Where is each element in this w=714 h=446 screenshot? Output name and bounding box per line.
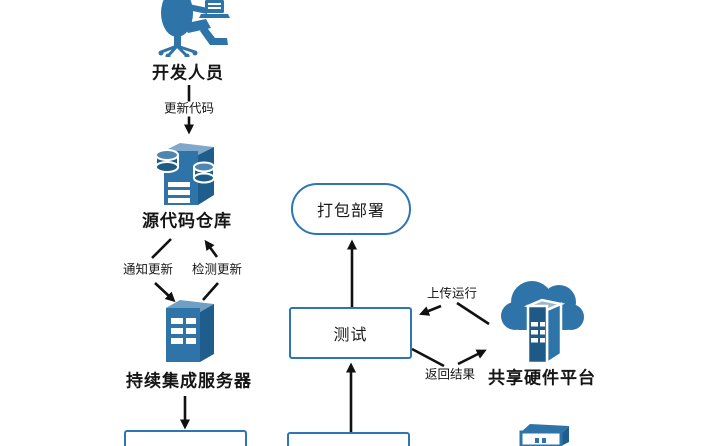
edge-detect-update-arrow — [203, 246, 219, 301]
bottom-middle-box — [287, 432, 410, 446]
source-repo-label: 源代码仓库 — [142, 211, 232, 231]
database-server-icon — [155, 143, 215, 205]
edge-update-code-label: 更新代码 — [161, 101, 217, 117]
bottom-left-box — [124, 430, 247, 446]
developer-label: 开发人员 — [152, 63, 224, 83]
package-deploy-node: 打包部署 — [291, 183, 411, 235]
package-deploy-label: 打包部署 — [316, 203, 385, 220]
edge-upload-run-label: 上传运行 — [424, 286, 480, 302]
edge-return-result-arrow — [411, 349, 480, 368]
server-tower-icon — [166, 300, 214, 362]
edge-return-result-label: 返回结果 — [422, 367, 478, 383]
developer-at-computer-icon — [158, 0, 230, 57]
edge-upload-run-arrow — [426, 301, 490, 326]
cloud-server-icon — [501, 281, 584, 366]
test-label: 测试 — [333, 327, 368, 344]
edge-notify-update-arrow — [151, 238, 171, 297]
test-node: 测试 — [289, 307, 412, 359]
ci-server-label: 持续集成服务器 — [126, 371, 252, 391]
edge-detect-update-label: 检测更新 — [189, 262, 245, 278]
edge-notify-update-label: 通知更新 — [120, 262, 176, 278]
hardware-device-icon — [519, 424, 569, 446]
shared-platform-label: 共享硬件平台 — [488, 368, 596, 388]
